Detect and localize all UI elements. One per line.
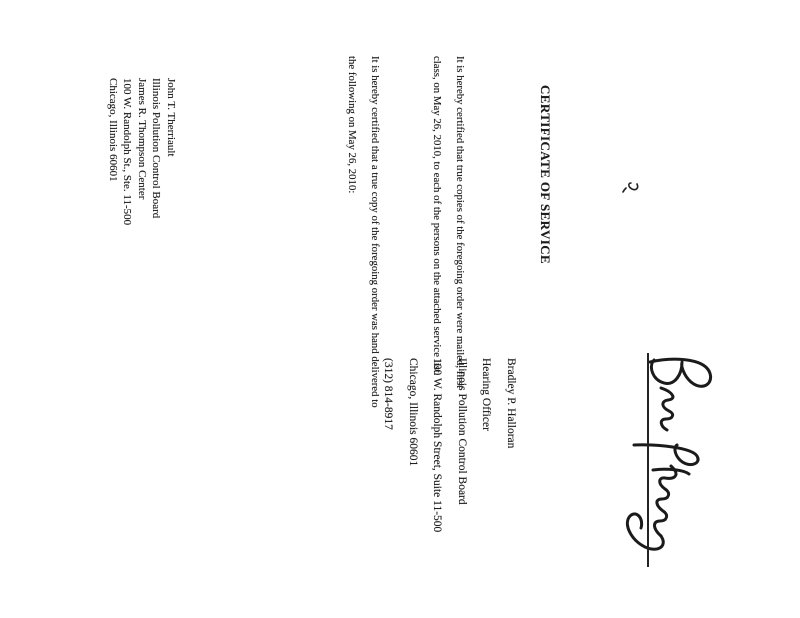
signature-block-city: Chicago, Illinois 60601 xyxy=(407,358,419,467)
signature-line xyxy=(647,353,649,567)
handwritten-mark xyxy=(622,182,639,193)
handwritten-signature xyxy=(625,357,712,551)
certificate-paragraph-hand-delivered: It is hereby certified that a true copy … xyxy=(340,56,386,408)
recipient-org: Illinois Pollution Control Board xyxy=(150,78,163,219)
signature-block-name: Bradley P. Halloran xyxy=(505,358,517,449)
recipient-street: 100 W. Randolph St., Ste. 11-500 xyxy=(121,78,134,226)
certificate-paragraph-mailed: It is hereby certified that true copies … xyxy=(425,56,471,388)
recipient-building: James R. Thompson Center xyxy=(136,78,148,200)
paragraph-line: class, on May 26, 2010, to each of the p… xyxy=(431,56,443,376)
certificate-title: CERTIFICATE OF SERVICE xyxy=(538,85,553,265)
recipient-name: John T. Therriault xyxy=(165,78,177,157)
signature-block-title: Hearing Officer xyxy=(480,358,493,431)
paragraph-line: the following on May 26, 2010: xyxy=(346,56,358,194)
paragraph-line: It is hereby certified that true copies … xyxy=(454,56,466,389)
paragraph-line: It is hereby certified that a true copy … xyxy=(369,56,381,408)
recipient-address-block: John T. Therriault Illinois Pollution Co… xyxy=(106,78,179,225)
recipient-city: Chicago, Illinois 60601 xyxy=(107,78,119,182)
